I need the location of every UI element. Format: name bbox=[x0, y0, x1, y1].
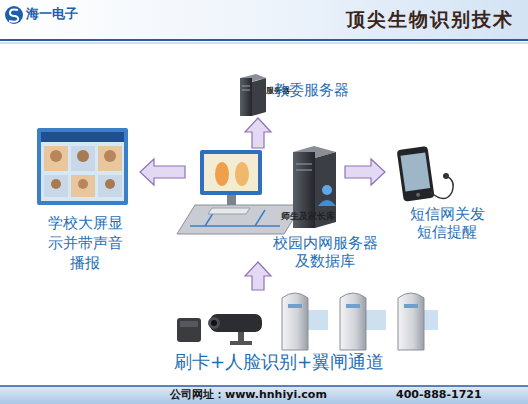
node-label: 校园内网服务器及数据库 bbox=[271, 234, 379, 270]
mobile-phone-icon-part bbox=[400, 152, 430, 191]
display-screen-icon-part bbox=[98, 175, 122, 197]
flow-arrow bbox=[140, 159, 185, 185]
footer-url: 公司网址：www.hnhiyi.com bbox=[170, 388, 327, 401]
campus-network-illustration-part bbox=[322, 185, 332, 195]
flow-arrow bbox=[345, 159, 385, 185]
footer-phone: 400-888-1721 bbox=[396, 388, 482, 401]
campus-network-illustration-part bbox=[296, 170, 312, 171]
display-screen-icon-part bbox=[37, 128, 128, 205]
turnstile-gates-part bbox=[288, 304, 302, 308]
campus-network-illustration-part bbox=[255, 210, 265, 226]
server-icon-part bbox=[240, 78, 252, 116]
earphone-cable-part bbox=[430, 176, 453, 199]
turnstile-gates-part bbox=[366, 310, 386, 330]
database-label: 师生及家长库 bbox=[281, 211, 341, 222]
turnstile-gates-part bbox=[282, 293, 308, 350]
card-reader-icon-part bbox=[180, 321, 198, 327]
company-logo bbox=[5, 6, 23, 24]
company-logo-text: 海一电子 bbox=[26, 6, 78, 22]
turnstile-gates-part bbox=[404, 304, 418, 308]
campus-network-illustration-part bbox=[200, 150, 262, 195]
campus-network-illustration-part bbox=[208, 208, 250, 214]
node-label: 刷卡+人脸识别+翼闸通道 bbox=[174, 351, 404, 373]
display-screen-icon-part bbox=[44, 146, 68, 171]
turnstile-gates-part bbox=[398, 293, 424, 350]
header-bar-part bbox=[0, 43, 528, 44]
server-icon-part bbox=[252, 78, 266, 116]
camera-icon-part bbox=[230, 341, 252, 345]
display-screen-icon-part bbox=[78, 179, 88, 189]
turnstile-gates-part bbox=[340, 293, 366, 350]
campus-network-illustration-part bbox=[215, 162, 229, 186]
display-screen-icon-part bbox=[44, 175, 68, 197]
header-bar-part bbox=[0, 0, 528, 40]
turnstile-gates-part bbox=[424, 310, 438, 330]
node-label: 短信网关发短信提醒 bbox=[407, 205, 487, 241]
campus-network-illustration-part bbox=[227, 195, 236, 205]
component-node: 学校大屏显示并带声音播报 bbox=[35, 125, 140, 268]
campus-network-illustration-part bbox=[296, 164, 312, 165]
earphone-cable bbox=[430, 173, 453, 199]
company-logo-part bbox=[5, 6, 23, 24]
turnstile-gates-part bbox=[308, 310, 328, 330]
node-label: 教委服务器 bbox=[274, 81, 384, 99]
footer-bar-part bbox=[0, 386, 528, 404]
node-label: 学校大屏显示并带声音播报 bbox=[45, 213, 125, 273]
mobile-phone-icon-part bbox=[397, 146, 435, 202]
header-bar bbox=[0, 0, 528, 43]
campus-network-illustration-part bbox=[318, 200, 336, 206]
campus-network-illustration-part bbox=[204, 154, 258, 191]
component-node: 刷卡+人脸识别+翼闸通道 bbox=[170, 290, 445, 380]
display-screen-icon-part bbox=[41, 132, 124, 142]
display-screen-icon-part bbox=[77, 150, 89, 162]
server-icon-part bbox=[242, 90, 250, 91]
flow-arrow bbox=[245, 262, 271, 290]
server-icon-part bbox=[242, 86, 250, 87]
mobile-phone-icon bbox=[397, 146, 435, 202]
card-reader-icon-part bbox=[177, 318, 201, 342]
component-node: 短信网关发短信提醒 bbox=[385, 143, 490, 243]
company-logo-part bbox=[9, 9, 18, 21]
component-node: 服务器教委服务器 bbox=[238, 74, 268, 118]
server-icon bbox=[240, 74, 266, 116]
camera-icon-part bbox=[238, 332, 244, 342]
camera-icon-part bbox=[211, 320, 217, 326]
display-screen-icon-part bbox=[41, 132, 124, 201]
turnstile-gates-part bbox=[346, 304, 360, 308]
footer-bar-part bbox=[0, 385, 528, 387]
page-title: 顶尖生物识别技术 bbox=[346, 8, 514, 31]
display-screen-icon-part bbox=[104, 150, 116, 162]
camera-icon bbox=[208, 314, 262, 345]
flow-arrow bbox=[245, 118, 271, 148]
component-node: 师生及家长库校园内网服务器及数据库 bbox=[185, 148, 345, 262]
mobile-phone-icon-part bbox=[416, 193, 421, 198]
footer-bar bbox=[0, 386, 528, 404]
display-screen-icon-part bbox=[98, 146, 122, 171]
header-bar-part bbox=[0, 39, 528, 41]
display-screen-icon-part bbox=[71, 146, 95, 171]
campus-network-illustration-part bbox=[235, 162, 249, 186]
display-screen-icon-part bbox=[51, 179, 61, 189]
earphone-cable-part bbox=[443, 173, 449, 179]
campus-network-illustration-part bbox=[190, 225, 280, 227]
display-screen-icon-part bbox=[50, 150, 62, 162]
turnstile-gates bbox=[282, 293, 438, 350]
display-screen-icon bbox=[37, 128, 128, 205]
camera-icon-part bbox=[208, 317, 220, 329]
display-screen-icon-part bbox=[105, 179, 115, 189]
card-reader-icon bbox=[177, 318, 201, 342]
display-screen-icon-part bbox=[71, 175, 95, 197]
